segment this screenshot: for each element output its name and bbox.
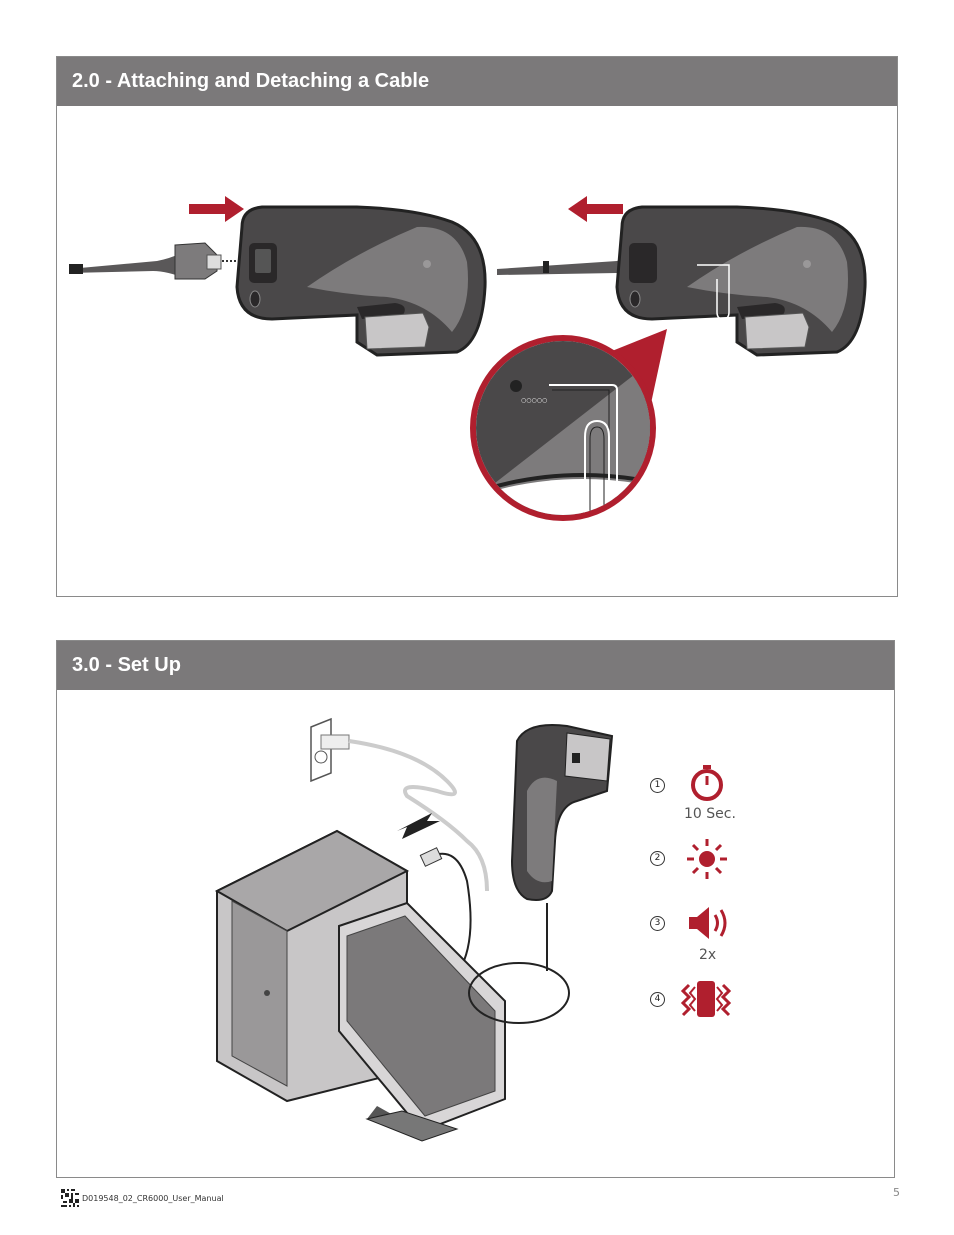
step-number-1: 1 [650,778,665,793]
step-caption-1: 10 Sec. [684,806,736,822]
step-number-2: 2 [650,851,665,866]
setup-illustration [214,717,614,1142]
step-number-4: 4 [650,992,665,1007]
speaker-beep-icon [689,907,727,939]
vibrate-icon [680,981,732,1017]
section-setup: 3.0 - Set Up [56,640,895,1178]
monitor [338,901,506,1142]
detach-cable-figure: ○○○○○ [470,196,867,521]
arrow-right-icon [189,196,244,222]
light-flash-icon [687,839,727,879]
stopwatch-icon [691,765,723,801]
attach-cable-figure [69,196,487,357]
section-title-attach: 2.0 - Attaching and Detaching a Cable [57,57,897,106]
page-number: 5 [893,1186,900,1199]
step-number-3: 3 [650,916,665,931]
barcode-icon [61,1189,79,1207]
wall-outlet [310,717,350,783]
arrow-plug-in-icon [397,813,440,839]
handheld-scanner [510,724,614,901]
section-title-setup: 3.0 - Set Up [57,641,894,690]
arrow-left-icon [568,196,623,222]
step-caption-3: 2x [699,947,717,963]
section-attach-detach: 2.0 - Attaching and Detaching a Cable [56,56,898,597]
attach-detach-illustration: ○○○○○ [69,196,867,521]
zoom-dots: ○○○○○ [521,397,547,404]
document-id: D019548_02_CR6000_User_Manual [82,1194,224,1203]
